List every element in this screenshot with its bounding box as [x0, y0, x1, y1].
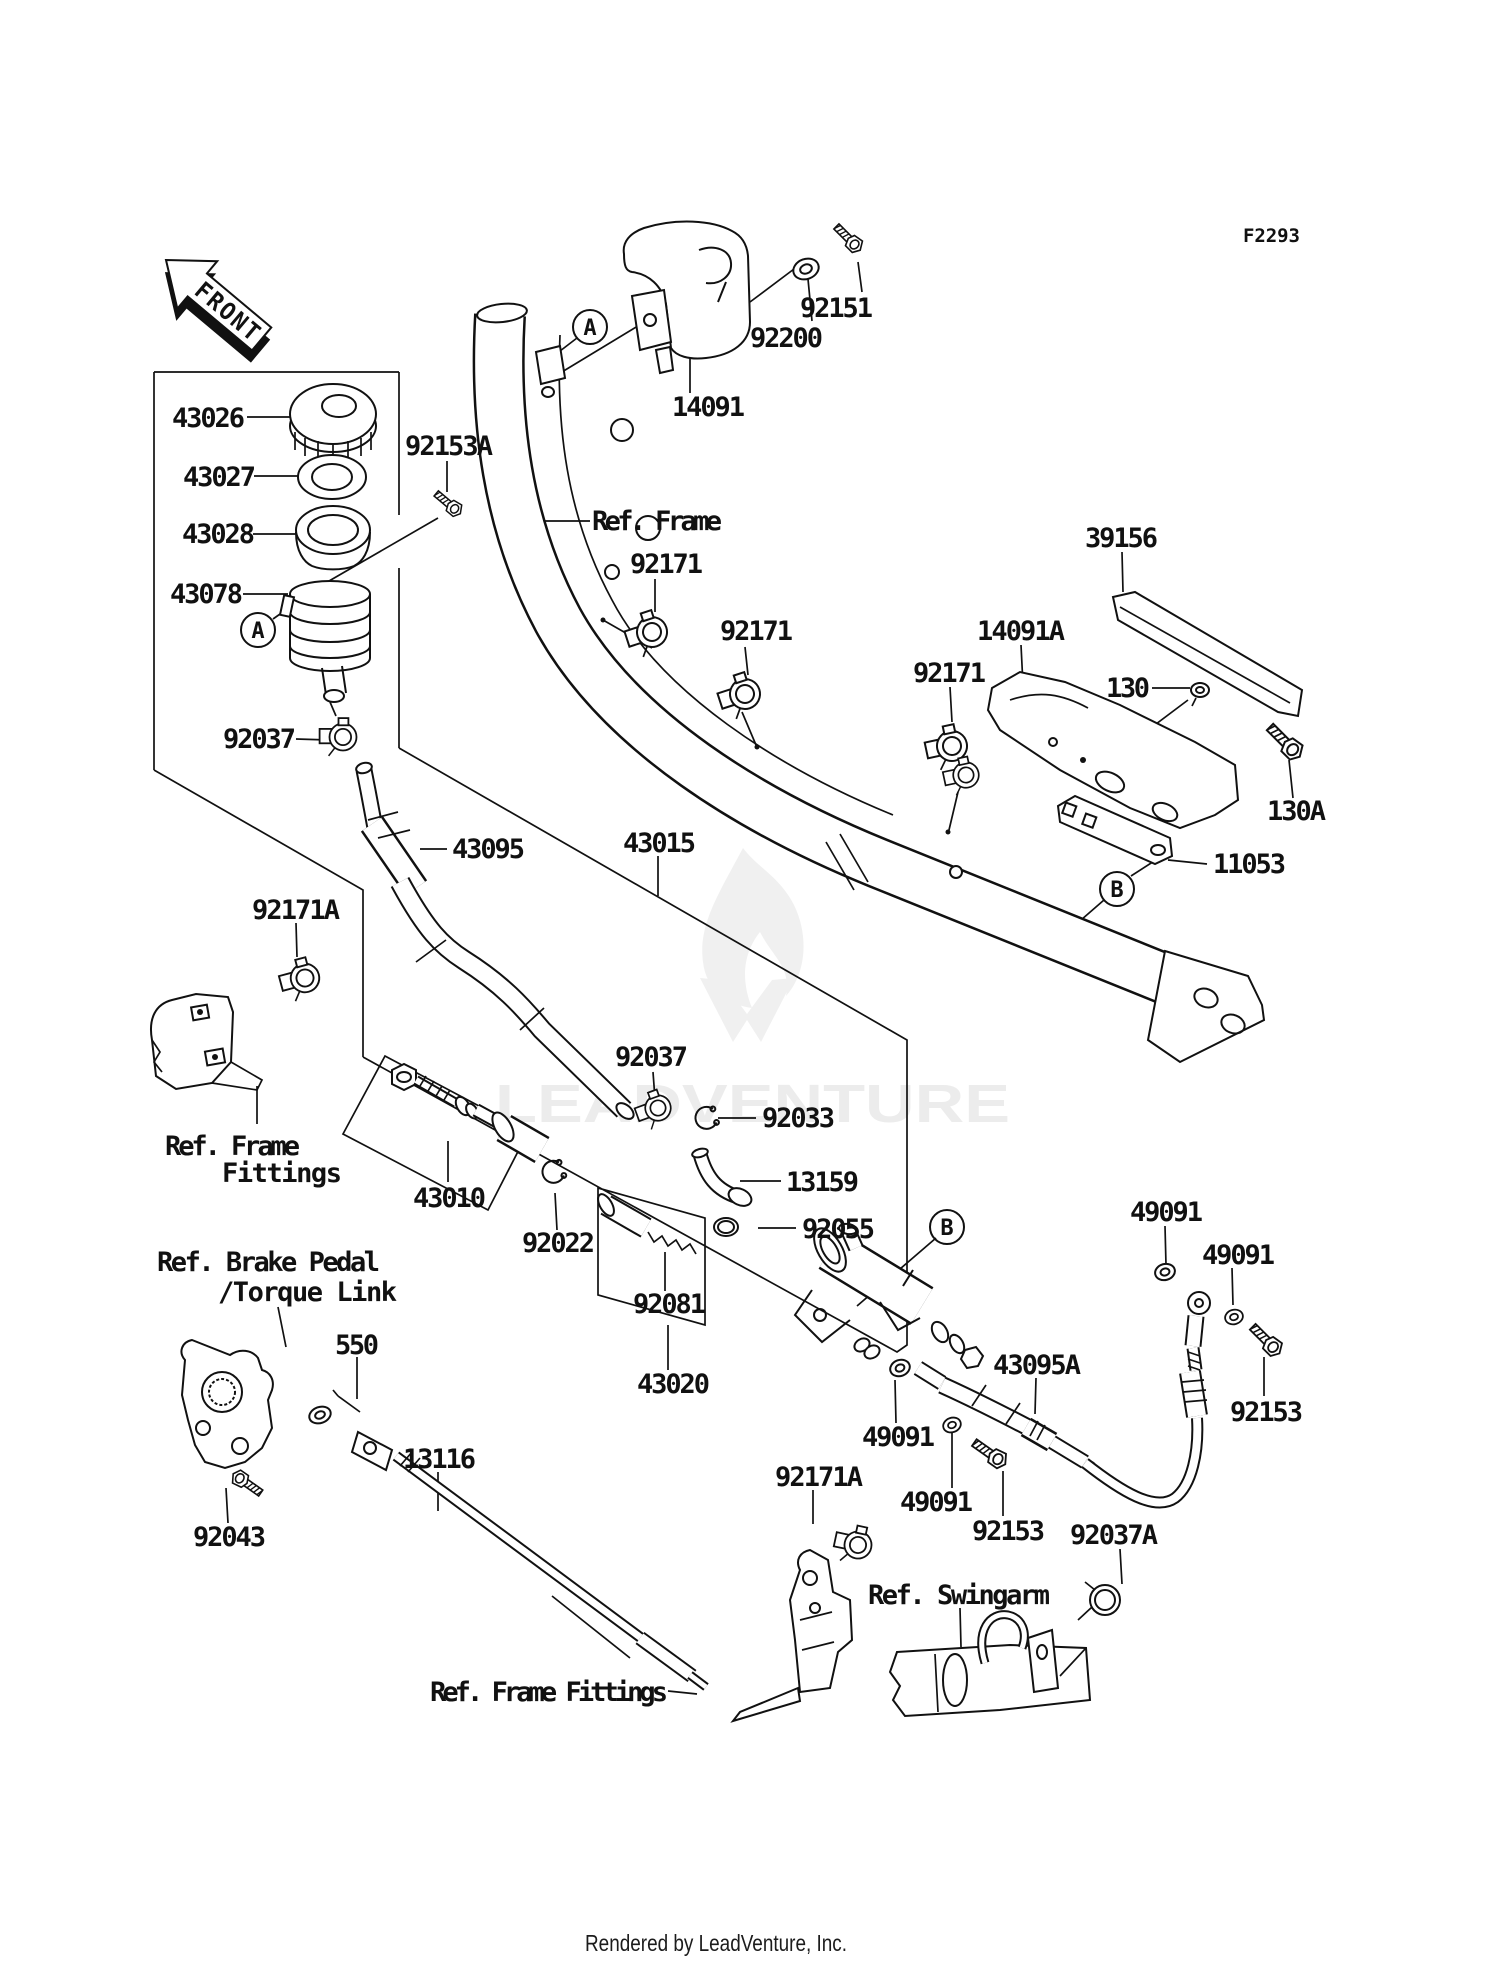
- reference-labels: Ref. Frame Ref. Frame Fittings Ref. Brak…: [157, 506, 1050, 1708]
- leader-dot: [754, 744, 760, 750]
- part-labels: 43026 43027 43028 43078 92153A 92151 922…: [170, 293, 1326, 1553]
- part-label-92153-right: 92153: [1230, 1397, 1303, 1428]
- part-label-92037-reservoir: 92037: [223, 724, 296, 755]
- part-label-49091-d: 49091: [900, 1487, 973, 1518]
- part-label-43020: 43020: [637, 1369, 710, 1400]
- footer-credit: Rendered by LeadVenture, Inc.: [585, 1930, 847, 1956]
- ref-label-brake-pedal-2: /Torque Link: [218, 1277, 397, 1308]
- part-label-92037A: 92037A: [1070, 1520, 1158, 1551]
- marker-b2: B: [940, 1216, 953, 1241]
- marker-a1-circle: [572, 309, 608, 345]
- hose-43095-sketch: [355, 761, 635, 1120]
- ref-label-brake-pedal-1: Ref. Brake Pedal: [157, 1247, 380, 1278]
- part-label-92153A: 92153A: [405, 431, 493, 462]
- figure-code: F2293: [1243, 225, 1300, 247]
- part-label-130A: 130A: [1267, 796, 1326, 827]
- ref-label-frame-fittings-left-2: Fittings: [222, 1158, 342, 1189]
- part-label-130: 130: [1106, 673, 1150, 704]
- left-bracket-sketch: [150, 954, 325, 1091]
- part-label-43015: 43015: [623, 828, 696, 859]
- group-outlines: [153, 371, 908, 1354]
- part-label-14091A: 14091A: [977, 616, 1065, 647]
- clamp-92171-b-sketch: [712, 668, 767, 724]
- part-label-550: 550: [335, 1330, 379, 1361]
- view-markers: A A B B: [240, 309, 1135, 1245]
- bracket-14091A-sketch: [986, 670, 1240, 830]
- part-label-43095A: 43095A: [993, 1350, 1081, 1381]
- marker-a2-circle: [240, 612, 276, 648]
- frame-sketch: [472, 302, 1266, 1064]
- leader-dot: [945, 829, 951, 835]
- bottom-bracket-sketch: [730, 1520, 877, 1723]
- part-label-43026: 43026: [172, 403, 245, 434]
- washer-92200-sketch: [792, 257, 820, 281]
- part-label-92037-hose: 92037: [615, 1042, 688, 1073]
- part-label-39156: 39156: [1085, 523, 1158, 554]
- hose-43095A-sketch: [853, 1337, 1096, 1472]
- part-label-92200: 92200: [750, 323, 823, 354]
- part-label-92055: 92055: [802, 1214, 875, 1245]
- part-label-49091-a: 49091: [1130, 1197, 1203, 1228]
- front-arrow: FRONT: [164, 258, 273, 363]
- part-label-92022: 92022: [522, 1228, 595, 1259]
- part-label-92153-bottom: 92153: [972, 1516, 1045, 1547]
- part-label-43027: 43027: [183, 462, 256, 493]
- part-label-92171-bracket: 92171: [913, 658, 986, 689]
- marker-b1: B: [1110, 878, 1123, 903]
- brake-pedal-bracket-sketch: [180, 1338, 274, 1470]
- part-label-13159: 13159: [786, 1167, 859, 1198]
- marker-b1-circle: [1099, 871, 1135, 907]
- swingarm-sketch: [888, 1581, 1121, 1718]
- part-label-11053: 11053: [1213, 849, 1286, 880]
- part-label-14091: 14091: [672, 392, 745, 423]
- leader-dot: [600, 617, 606, 623]
- plate-11053-sketch: [1056, 794, 1174, 866]
- ref-label-frame-fittings-left-1: Ref. Frame: [165, 1131, 300, 1162]
- front-arrow-icon: [164, 258, 273, 352]
- marker-b2-circle: [929, 1209, 965, 1245]
- bolt-130-sketch: [1190, 682, 1210, 707]
- flame-icon: [702, 848, 804, 1008]
- part-label-92081: 92081: [633, 1289, 706, 1320]
- part-label-43078: 43078: [170, 579, 243, 610]
- part-label-49091-c: 49091: [862, 1422, 935, 1453]
- bolt-130A-sketch: [1262, 718, 1308, 765]
- part-label-43028: 43028: [182, 519, 255, 550]
- cover-14091-sketch: [622, 220, 752, 375]
- part-label-92043: 92043: [193, 1522, 266, 1553]
- part-label-92033: 92033: [762, 1103, 835, 1134]
- ref-label-frame: Ref. Frame: [592, 506, 722, 537]
- watermark-text: LEADVENTURE: [495, 1074, 1010, 1134]
- part-label-92151: 92151: [800, 293, 873, 324]
- rear-fitting-column-sketch: [1081, 1260, 1287, 1509]
- clamp-92171-c2-sketch: [939, 754, 984, 798]
- rod-13116-sketch: [227, 1389, 709, 1691]
- part-label-13116: 13116: [403, 1444, 476, 1475]
- part-label-92171A-left: 92171A: [252, 895, 340, 926]
- part-label-43095: 43095: [452, 834, 525, 865]
- part-label-92171-frame-b: 92171: [720, 616, 793, 647]
- v-mark-icon: [700, 978, 794, 1042]
- bolt-92151-sketch: [830, 219, 867, 257]
- marker-a1: A: [583, 316, 596, 341]
- heat-guard-39156-sketch: [1111, 590, 1304, 718]
- part-label-92171-frame-a: 92171: [630, 549, 703, 580]
- part-label-49091-b: 49091: [1202, 1240, 1275, 1271]
- part-label-43010: 43010: [413, 1183, 486, 1214]
- ref-label-swingarm: Ref. Swingarm: [868, 1580, 1050, 1611]
- reservoir-sketch: [278, 383, 466, 757]
- marker-a2: A: [251, 619, 264, 644]
- part-label-92171A-bottom: 92171A: [775, 1462, 863, 1493]
- ref-label-frame-fittings-bottom: Ref. Frame Fittings: [430, 1677, 668, 1708]
- master-cylinder-assembly-sketch: [391, 1062, 985, 1370]
- watermark-logo: LEADVENTURE: [495, 848, 1010, 1134]
